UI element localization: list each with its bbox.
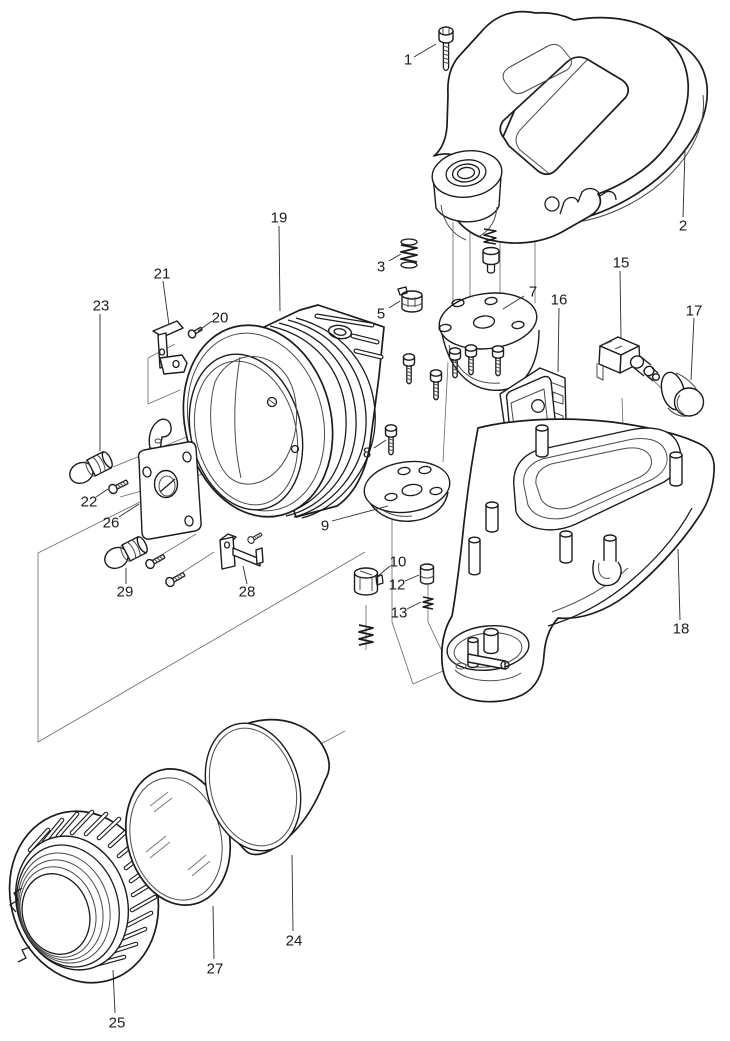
base-plate-thickness — [577, 94, 705, 223]
part-label-18: 18 — [673, 621, 690, 638]
part-label-29: 29 — [117, 584, 134, 601]
part-label-12: 12 — [389, 577, 406, 594]
part-19-lamp-head — [182, 304, 385, 519]
bottom-notches — [559, 187, 617, 215]
part-label-28: 28 — [239, 584, 256, 601]
part-2-top-housing — [431, 10, 709, 244]
part-13-spring — [422, 596, 434, 610]
clip-hook — [148, 418, 172, 451]
leader-line-9 — [331, 505, 389, 522]
leader-line-18 — [677, 548, 681, 621]
detent-ball — [544, 196, 560, 212]
part-label-10: 10 — [390, 554, 407, 571]
screw — [163, 569, 187, 589]
part-label-24: 24 — [286, 933, 303, 950]
part-label-27: 27 — [207, 961, 224, 978]
part-label-8: 8 — [363, 445, 371, 462]
part-24-reflector — [204, 718, 330, 856]
bayonet-notches — [9, 887, 31, 963]
part-21-bracket — [152, 320, 188, 375]
part-9-plate — [363, 460, 451, 522]
handle-face-recess — [502, 43, 572, 95]
knuckle-pin — [482, 246, 500, 274]
part-label-7: 7 — [529, 284, 537, 301]
leader-line-26 — [118, 503, 140, 518]
part-label-25: 25 — [109, 1015, 126, 1032]
glare-marks — [145, 791, 211, 877]
latch-hook — [592, 559, 622, 587]
part-label-17: 17 — [686, 303, 703, 320]
leader-line-1 — [413, 43, 437, 58]
leader-line-3 — [388, 253, 402, 262]
part-12-pin — [419, 563, 435, 585]
part-23-bulb — [65, 448, 116, 488]
part-26-mount-plate — [137, 418, 202, 540]
screw — [246, 530, 264, 546]
part-10-contact-cap — [353, 567, 384, 596]
leader-line-24 — [291, 854, 294, 932]
part-label-26: 26 — [103, 515, 120, 532]
part-7-switch-plate — [438, 292, 540, 391]
swivel-knuckle-top — [431, 150, 503, 198]
part-27-lens — [124, 768, 232, 906]
thread-ribs — [269, 317, 376, 519]
screw — [429, 369, 443, 401]
leader-line-13 — [406, 601, 422, 610]
part-1-screw — [438, 26, 454, 72]
part-18-lower-housing — [440, 418, 716, 703]
leader-line-17 — [690, 317, 695, 381]
leader-line-5 — [388, 300, 401, 309]
leader-line-22 — [95, 488, 109, 498]
leader-line-27 — [212, 905, 215, 960]
part-label-15: 15 — [613, 255, 630, 272]
labels-layer: 1235789101213151617181920212223242526272… — [81, 43, 703, 1032]
battery-tray — [513, 427, 682, 531]
part-label-3: 3 — [377, 259, 385, 276]
part-label-1: 1 — [404, 52, 412, 69]
leader-line-7 — [502, 295, 525, 310]
cavity — [210, 355, 298, 485]
leader-line-15 — [619, 270, 622, 339]
screw — [402, 353, 416, 385]
leader-line-2 — [682, 149, 686, 218]
part-label-23: 23 — [93, 298, 110, 315]
part-label-21: 21 — [154, 266, 171, 283]
part-28-bracket — [219, 533, 264, 570]
part-3-spring — [400, 238, 418, 269]
leader-line-28 — [242, 565, 248, 585]
leader-line-19 — [278, 225, 281, 312]
leader-line-8 — [373, 439, 387, 449]
part-15-switch — [596, 336, 661, 382]
part-label-20: 20 — [212, 310, 229, 327]
part-5-contact-cap — [397, 286, 423, 313]
leader-line-10 — [377, 565, 391, 577]
socket-stud — [290, 444, 300, 454]
part-label-13: 13 — [391, 605, 408, 622]
part-20-screw — [187, 326, 203, 339]
part-label-2: 2 — [679, 218, 687, 235]
part-label-19: 19 — [271, 210, 288, 227]
part-29-bulb — [100, 533, 151, 573]
part-8-screw — [384, 424, 398, 456]
spring-under-10 — [358, 624, 374, 646]
leader-line-25 — [112, 969, 116, 1014]
leader-line-12 — [404, 574, 420, 582]
part-label-16: 16 — [551, 292, 568, 309]
leader-line-20 — [197, 320, 213, 332]
part-17-button — [660, 371, 705, 417]
leader-line-21 — [162, 280, 170, 326]
knuckle-spring — [483, 228, 497, 245]
socket-screw — [266, 396, 278, 408]
part-label-9: 9 — [321, 518, 329, 535]
part-label-22: 22 — [81, 494, 98, 511]
part-22-screw — [106, 476, 131, 496]
leader-line-16 — [557, 307, 560, 373]
screw — [143, 551, 167, 571]
part-25-bezel-ring — [8, 809, 160, 984]
part-label-5: 5 — [377, 306, 385, 323]
